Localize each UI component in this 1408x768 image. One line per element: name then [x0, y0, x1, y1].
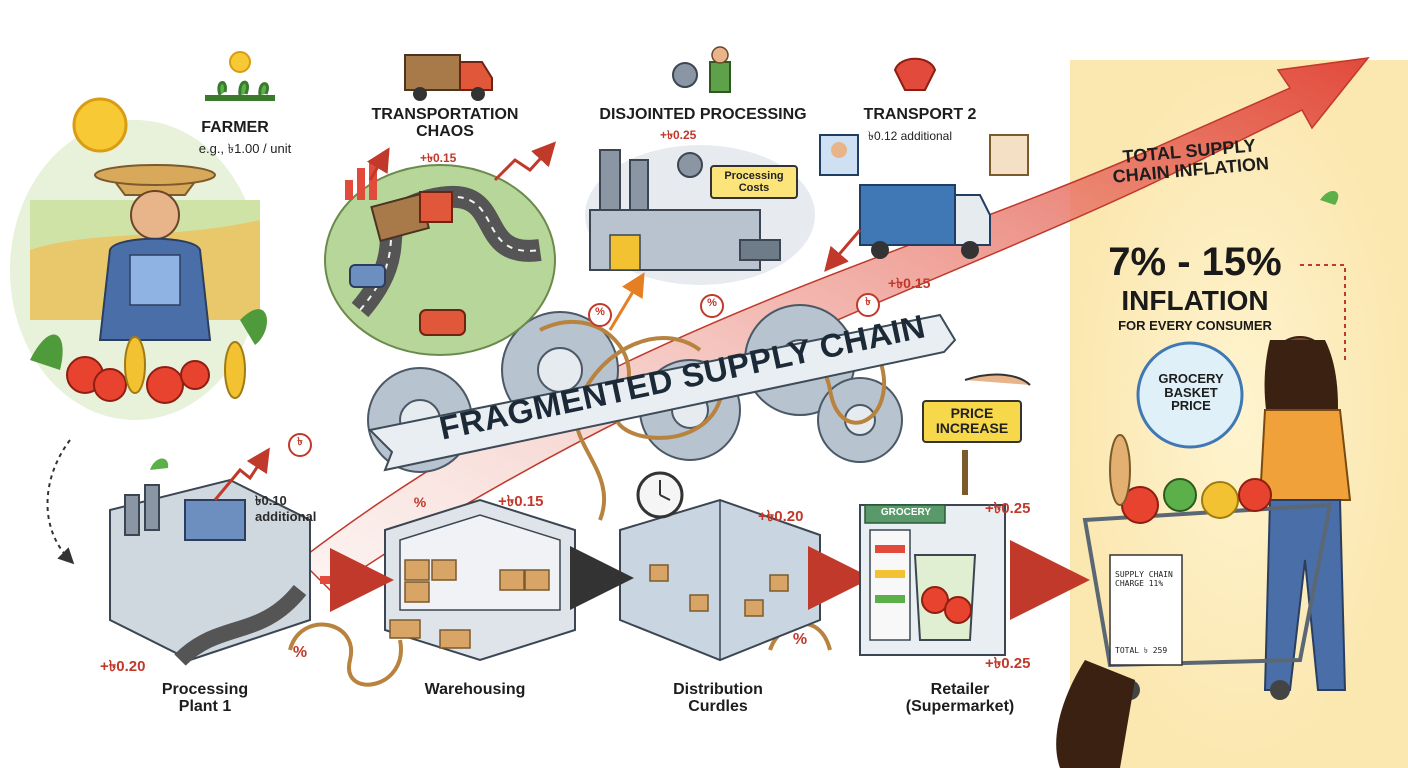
- retailer-cost-top: +৳0.25: [985, 500, 1031, 517]
- retailer-title: Retailer (Supermarket): [905, 681, 1015, 715]
- total-sub: FOR EVERY CONSUMER: [1118, 318, 1272, 333]
- taka-tag: ৳: [865, 296, 871, 308]
- taka-tag: ৳: [297, 436, 303, 448]
- transport2-cost: +৳0.15: [888, 275, 931, 291]
- processing-costs-sign: Processing Costs: [710, 165, 798, 200]
- percent-tag: %: [707, 297, 717, 309]
- percent-tag: %: [792, 631, 808, 648]
- transport2-scene: [819, 57, 1029, 272]
- transport2-note: ৳0.12 additional: [867, 129, 953, 143]
- plant1-note: ৳0.10 additional: [255, 493, 317, 524]
- percent-tag: %: [292, 644, 308, 661]
- processing-title: DISJOINTED PROCESSING: [599, 106, 807, 123]
- consumer-scene: [1056, 264, 1352, 768]
- transport1-title: TRANSPORTATION CHAOS: [371, 106, 519, 140]
- farmer-scene: [10, 51, 275, 420]
- transport1-cost: +৳0.15: [420, 151, 457, 165]
- total-label: INFLATION: [1121, 285, 1269, 316]
- price-increase-sign: PRICE INCREASE: [922, 400, 1022, 443]
- plant1-cost: +৳0.20: [100, 658, 146, 675]
- gear-icon: [677, 152, 703, 178]
- farmer-price: e.g., ৳1.00 / unit: [198, 141, 292, 156]
- gear-icon: [672, 62, 698, 88]
- decorations: [150, 190, 1339, 470]
- retailer-scene: [859, 373, 1090, 656]
- receipt-line: SUPPLY CHAIN CHARGE 11%: [1115, 570, 1173, 588]
- percent-tag: %: [595, 306, 605, 318]
- plant1-title: Processing Plant 1: [161, 681, 249, 715]
- store-sign: GROCERY: [880, 507, 932, 518]
- warehousing-title: Warehousing: [424, 681, 526, 698]
- sun-icon: [72, 97, 128, 153]
- grocery-basket-bubble: GROCERY BASKET PRICE: [1158, 371, 1224, 414]
- warehousing-cost: +৳0.15: [498, 493, 544, 510]
- warehouse-scene: [320, 498, 576, 662]
- total-range: 7% - 15%: [1108, 240, 1282, 284]
- receipt-total: TOTAL ৳ 259: [1115, 646, 1168, 655]
- plant1-scene: [46, 439, 311, 666]
- distribution-cost: +৳0.20: [758, 508, 804, 525]
- transport-chaos-scene: [324, 54, 557, 356]
- banner-ribbon: [367, 313, 957, 472]
- retailer-cost-bottom: +৳0.25: [985, 655, 1031, 672]
- processing-cost: +৳0.25: [660, 128, 697, 142]
- distribution-title: Distribution Curdles: [673, 681, 763, 715]
- farmer-title: FARMER: [201, 119, 269, 136]
- distribution-scene: [570, 471, 872, 662]
- percent-tag: %: [413, 494, 427, 510]
- transport2-title: TRANSPORT 2: [863, 106, 977, 123]
